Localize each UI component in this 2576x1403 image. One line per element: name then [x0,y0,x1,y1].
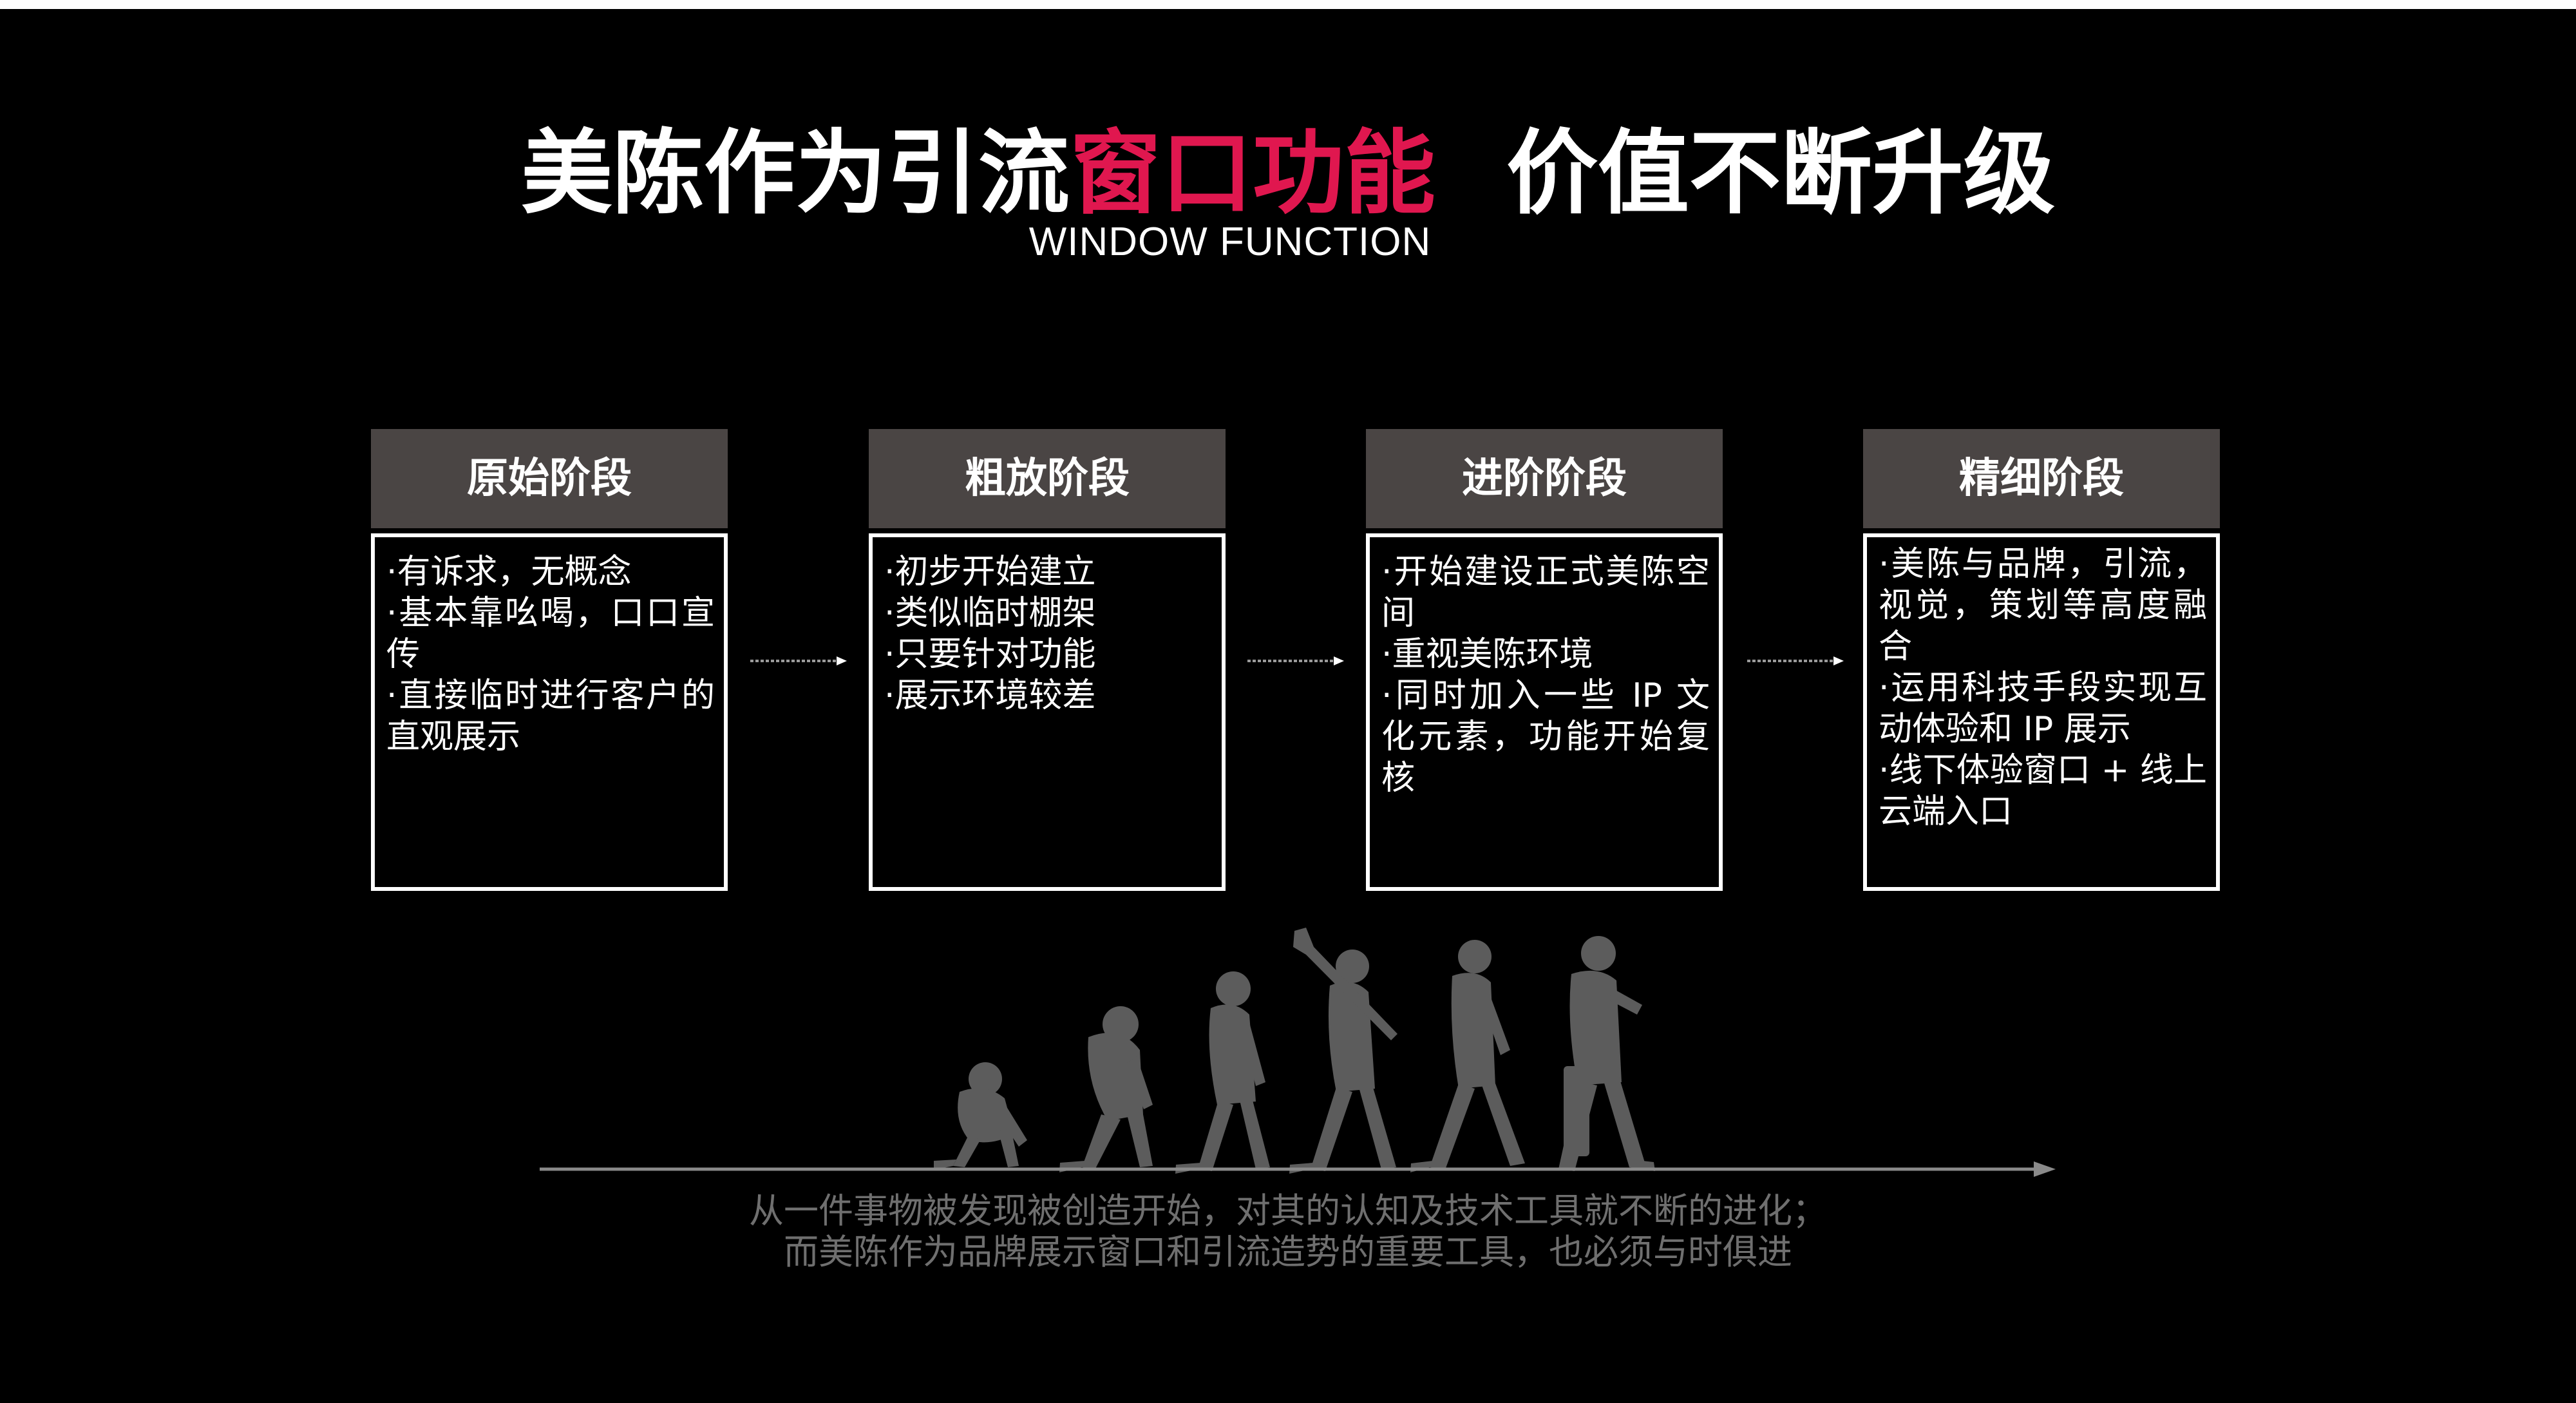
stage-title: 进阶阶段 [1366,429,1723,528]
modern-man-with-phone-figure-icon [1558,936,1655,1171]
stage-line: ·基本靠吆喝，口口宣传 [386,594,715,674]
human-with-spear-figure-icon [1289,928,1397,1174]
stage-card-refined: 精细阶段 ·美陈与品牌，引流，视觉，策划等高度融合 ·运用科技手段实现互动体验和… [1863,429,2220,891]
arrow-right-icon [750,656,847,665]
title-part-1: 美陈作为引流 [521,120,1070,227]
arrow-right-icon [1747,656,1844,665]
stage-line: ·重视美陈环境 [1381,635,1593,674]
stage-description: ·有诉求，无概念 ·基本靠吆喝，口口宣传 ·直接临时进行客户的直观展示 [371,533,728,891]
caption-line-2: 而美陈作为品牌展示窗口和引流造势的重要工具，也必须与时俱进 [784,1232,1792,1272]
stage-line: ·开始建设正式美陈空间 [1381,553,1710,633]
page-subtitle: WINDOW FUNCTION [1028,220,1432,264]
page-title: 美陈作为引流窗口功能价值不断升级 [0,119,2576,229]
stage-title: 原始阶段 [371,429,728,528]
stage-line: ·展示环境较差 [884,676,1096,715]
stage-line: ·直接临时进行客户的直观展示 [386,676,715,756]
stage-line: ·同时加入一些 IP 文化元素，功能开始复核 [1381,676,1710,797]
top-edge-strip [0,0,2576,9]
stage-title: 粗放阶段 [869,429,1226,528]
stage-card-primitive: 原始阶段 ·有诉求，无概念 ·基本靠吆喝，口口宣传 ·直接临时进行客户的直观展示 [371,429,728,891]
early-human-figure-icon [1175,971,1270,1174]
stage-line: ·类似临时棚架 [884,594,1096,633]
stage-line: ·线下体验窗口 + 线上云端入口 [1879,751,2207,831]
stage-line: ·美陈与品牌，引流，视觉，策划等高度融合 [1879,545,2207,666]
stage-line: ·初步开始建立 [884,553,1096,591]
stage-description: ·初步开始建立 ·类似临时棚架 ·只要针对功能 ·展示环境较差 [869,533,1226,891]
stage-line: ·有诉求，无概念 [386,553,632,591]
stage-title: 精细阶段 [1863,429,2220,528]
timeline-arrow-icon [540,1161,2056,1177]
stage-description: ·美陈与品牌，引流，视觉，策划等高度融合 ·运用科技手段实现互动体验和 IP 展… [1863,533,2220,891]
walking-man-figure-icon [1410,940,1525,1172]
human-evolution-silhouette [934,928,1655,1174]
title-part-2: 价值不断升级 [1506,120,2055,227]
ape-figure-icon [934,1062,1027,1170]
stage-line: ·运用科技手段实现互动体验和 IP 展示 [1879,669,2207,749]
title-highlight: 窗口功能 [1070,120,1435,227]
stage-card-advanced: 进阶阶段 ·开始建设正式美陈空间 ·重视美陈环境 ·同时加入一些 IP 文化元素… [1366,429,1723,891]
stooped-ape-figure-icon [1059,1006,1153,1172]
stage-card-extensive: 粗放阶段 ·初步开始建立 ·类似临时棚架 ·只要针对功能 ·展示环境较差 [869,429,1226,891]
caption-line-1: 从一件事物被发现被创造开始，对其的认知及技术工具就不断的进化； [749,1190,1827,1231]
arrow-right-icon [1247,656,1344,665]
stage-line: ·只要针对功能 [884,635,1096,674]
stage-description: ·开始建设正式美陈空间 ·重视美陈环境 ·同时加入一些 IP 文化元素，功能开始… [1366,533,1723,891]
